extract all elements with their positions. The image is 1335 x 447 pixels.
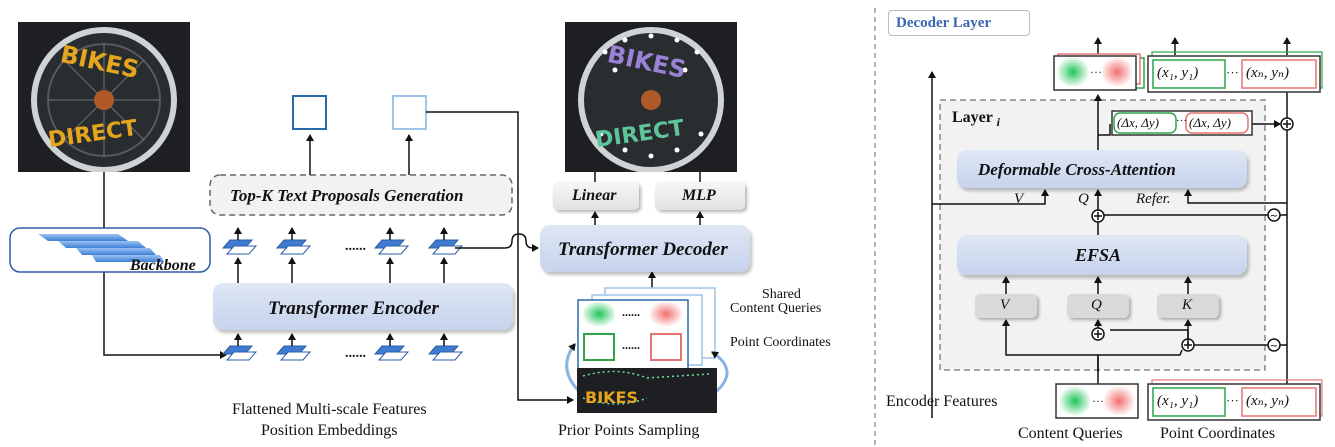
refer-label: Refer. <box>1136 191 1171 207</box>
content-queries-label: Content Queries <box>1018 425 1123 442</box>
v-box <box>975 294 1037 318</box>
layer-label-text: Layer <box>952 109 993 126</box>
transformer-encoder-label: Transformer Encoder <box>268 298 439 319</box>
output-content-queries <box>1053 53 1145 91</box>
features-to-decoder-arrow <box>455 233 539 252</box>
efsa-box <box>957 235 1247 275</box>
shared-label-line1: Shared <box>762 287 801 302</box>
feature-token-outline <box>431 245 464 255</box>
transformer-decoder-box <box>540 225 750 272</box>
input-features-row <box>221 333 464 361</box>
output-image: BIKES DIRECT <box>565 22 737 172</box>
proposal-to-prior-arrow <box>426 111 574 404</box>
dca-label: Deformable Cross-Attention <box>978 160 1176 179</box>
encoder-features-label: Encoder Features <box>886 393 998 410</box>
prior-word-bikes: BIKES <box>585 388 638 407</box>
v-box-label: V <box>1000 297 1010 313</box>
mlp-box <box>655 182 745 210</box>
point-coordinates-label-left: Point Coordinates <box>730 335 831 350</box>
linear-label: Linear <box>572 187 617 204</box>
feature-token-outline <box>279 351 312 361</box>
linear-box <box>553 182 639 210</box>
feature-token-outline <box>279 245 312 255</box>
shared-label-line2: Content Queries <box>730 301 822 316</box>
query-stack <box>577 287 716 371</box>
query-top-dots: ··· <box>1090 65 1102 79</box>
delta-2: (Δx, Δy) <box>1189 115 1231 130</box>
k-box-label: K <box>1182 297 1193 313</box>
dca-box <box>957 150 1247 188</box>
q-box-label: Q <box>1091 297 1102 313</box>
svg-text:~: ~ <box>1270 211 1278 222</box>
coord-bottom-1: (x₁, y₁) <box>1157 393 1199 409</box>
backbone-icon <box>9 227 211 273</box>
backbone-label: Backbone <box>130 257 196 274</box>
feature-token-outline <box>377 351 410 361</box>
transformer-decoder-label: Transformer Decoder <box>558 239 728 260</box>
v-input-label: V <box>1014 191 1024 207</box>
topk-box <box>209 174 513 216</box>
feature-token-outline <box>225 245 258 255</box>
prior-points-label: Prior Points Sampling <box>558 422 700 439</box>
transformer-encoder-box <box>213 283 513 330</box>
prior-points-image: BIKES <box>577 368 717 413</box>
feature-token-outline <box>377 245 410 255</box>
svg-text:~: ~ <box>1270 341 1278 352</box>
coord-bottom-n: (xₙ, yₙ) <box>1246 393 1289 409</box>
q-input-label: Q <box>1078 191 1089 207</box>
decoder-layer-title: Decoder Layer <box>896 15 992 31</box>
input-content-queries <box>1055 383 1139 419</box>
coord-top-1: (x₁, y₁) <box>1157 65 1199 81</box>
proposal-box-2 <box>392 95 427 130</box>
query-ellipsis-lower: ...... <box>622 338 640 352</box>
features-ellipsis-lower: ...... <box>345 346 366 361</box>
mlp-label: MLP <box>682 187 716 204</box>
layer-label-sub: i <box>996 115 1000 130</box>
k-box <box>1157 294 1219 318</box>
coord-top-n: (xₙ, yₙ) <box>1246 65 1289 81</box>
delta-dots: ··· <box>1176 115 1187 127</box>
backbone-to-features-arrow <box>103 272 227 359</box>
features-ellipsis-upper: ...... <box>345 239 366 254</box>
coord-bottom-dots: ··· <box>1226 393 1239 408</box>
query-bottom-dots: ··· <box>1092 394 1104 408</box>
q-box <box>1067 294 1129 318</box>
layer-label: Layer i <box>952 109 1000 130</box>
position-embeddings-label: Position Embeddings <box>261 422 398 439</box>
feature-token-outline <box>225 351 258 361</box>
query-ellipsis-upper: ...... <box>622 305 640 319</box>
decoder-layer-title-box <box>888 10 1030 36</box>
topk-label: Top-K Text Proposals Generation <box>230 186 464 205</box>
point-coordinates-label-right: Point Coordinates <box>1160 425 1276 442</box>
coord-top-dots: ··· <box>1226 65 1239 80</box>
efsa-label: EFSA <box>1075 245 1122 265</box>
encoded-features-row <box>221 227 464 284</box>
input-image: BIKES DIRECT <box>18 22 190 172</box>
proposal-box-1 <box>292 95 327 130</box>
feature-token-outline <box>431 351 464 361</box>
delta-1: (Δx, Δy) <box>1117 115 1159 130</box>
flattened-features-label: Flattened Multi-scale Features <box>232 401 427 418</box>
